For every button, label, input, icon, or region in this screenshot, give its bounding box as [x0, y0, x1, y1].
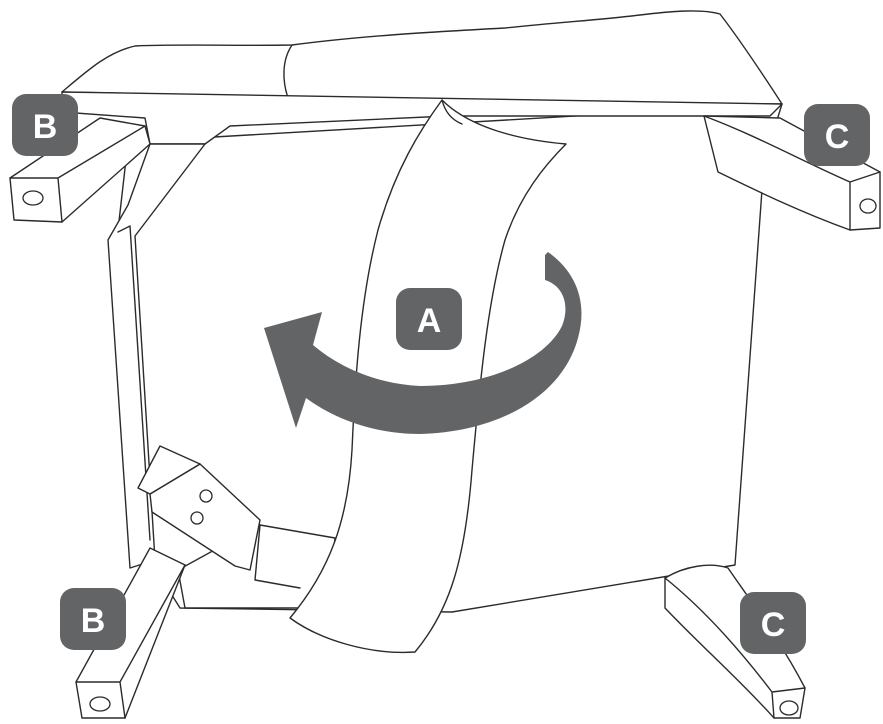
bracket-screw-hole: [200, 490, 212, 502]
badge-front-right-leg: C: [804, 104, 870, 166]
badge-back-right-leg: C: [740, 592, 806, 654]
leg-hole: [90, 697, 110, 711]
svg-text:C: C: [825, 118, 850, 156]
seat-cushion: [62, 11, 782, 104]
svg-text:B: B: [81, 602, 106, 640]
leg-hole: [860, 199, 876, 213]
svg-text:C: C: [761, 606, 786, 644]
leg-hole: [23, 191, 43, 205]
badge-strap: A: [396, 288, 462, 350]
badge-front-left-leg: B: [12, 94, 78, 156]
badge-back-left-leg: B: [60, 588, 126, 650]
svg-text:A: A: [417, 302, 442, 340]
leg-hole: [780, 701, 798, 715]
svg-text:B: B: [33, 108, 58, 146]
bracket-screw-hole: [191, 512, 203, 524]
